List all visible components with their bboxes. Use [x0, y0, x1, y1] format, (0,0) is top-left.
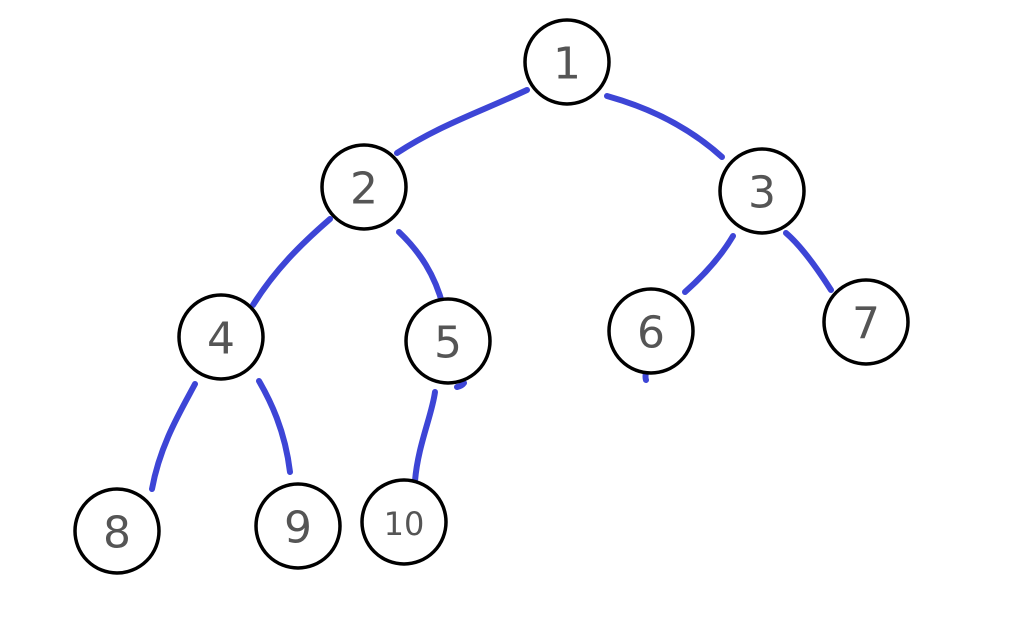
edge-4-9	[256, 378, 293, 475]
tree-node-9: 9	[254, 482, 342, 570]
node-label-5: 5	[434, 318, 462, 369]
node-circle-10	[360, 478, 448, 566]
node-label-9: 9	[284, 503, 312, 554]
edge-2-4	[250, 216, 333, 308]
tree-node-3: 3	[718, 147, 806, 235]
node-circle-7	[822, 278, 910, 366]
edge-1-3	[604, 93, 725, 160]
edge-3-6	[682, 233, 736, 295]
tree-node-4: 4	[177, 293, 265, 381]
node-circle-6	[607, 287, 695, 375]
node-circle-8	[73, 487, 161, 575]
edge-5-10	[412, 389, 438, 484]
node-circle-4	[177, 293, 265, 381]
node-circle-1	[523, 18, 611, 106]
node-label-6: 6	[637, 308, 665, 359]
edge-3-7	[783, 230, 834, 293]
edge-1-2	[394, 87, 530, 156]
tree-node-7: 7	[822, 278, 910, 366]
node-label-10: 10	[384, 505, 425, 543]
node-label-2: 2	[350, 164, 378, 215]
tree-node-5: 5	[404, 297, 492, 385]
node-circle-5	[404, 297, 492, 385]
edges-layer	[149, 87, 834, 492]
tree-node-2: 2	[320, 143, 408, 231]
tree-node-10: 10	[360, 478, 448, 566]
edge-2-5	[396, 229, 446, 309]
node-label-8: 8	[103, 508, 131, 559]
edge-4-8	[149, 381, 198, 492]
nodes-layer: 1 2 3 4 5 6 7 8 9 10	[73, 18, 910, 575]
node-circle-3	[718, 147, 806, 235]
tree-node-1: 1	[523, 18, 611, 106]
node-circle-2	[320, 143, 408, 231]
node-label-4: 4	[207, 314, 235, 365]
node-label-3: 3	[748, 168, 776, 219]
tree-node-8: 8	[73, 487, 161, 575]
node-label-7: 7	[852, 299, 880, 350]
node-label-1: 1	[553, 39, 581, 90]
edge-stub-5	[454, 380, 467, 390]
node-circle-9	[254, 482, 342, 570]
tree-node-6: 6	[607, 287, 695, 375]
